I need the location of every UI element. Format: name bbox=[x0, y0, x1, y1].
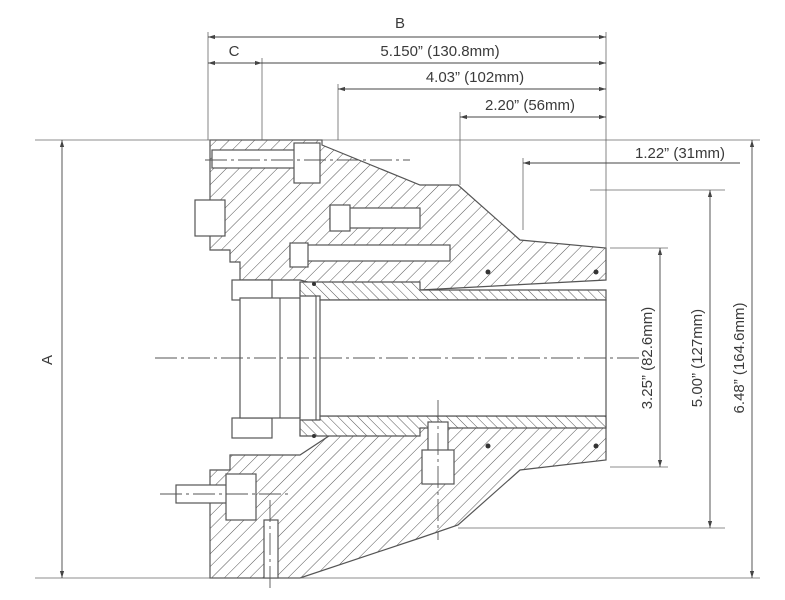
front-ring-lower bbox=[231, 417, 273, 439]
sleeve-lower bbox=[299, 415, 607, 437]
o-ring bbox=[593, 443, 599, 449]
dim-length-3-label: 2.20” (56mm) bbox=[485, 97, 575, 114]
dim-C-label: C bbox=[229, 43, 240, 60]
dim-bore-label: 3.25” (82.6mm) bbox=[639, 307, 656, 410]
dim-B-label: B bbox=[395, 15, 405, 32]
front-ring-upper bbox=[231, 279, 273, 301]
o-ring bbox=[593, 269, 599, 275]
cap-screw-head-top bbox=[293, 142, 321, 184]
cap-screw-top bbox=[211, 149, 297, 169]
bottom-screw-head bbox=[225, 473, 257, 521]
set-screw-2-head bbox=[289, 242, 309, 268]
dim-outer-label: 6.48” (164.6mm) bbox=[731, 303, 748, 414]
set-screw-1-head bbox=[329, 204, 351, 232]
dim-length-2-label: 4.03” (102mm) bbox=[426, 69, 524, 86]
dim-dia-2-label: 5.00” (127mm) bbox=[689, 309, 706, 407]
o-ring bbox=[485, 269, 491, 275]
bottom-screw-shank bbox=[263, 519, 279, 579]
dim-overall-label: 5.150” (130.8mm) bbox=[380, 43, 499, 60]
dimensions: B C 5.150” (130.8mm) 4.03” (102mm) 2.20”… bbox=[35, 15, 760, 579]
o-ring bbox=[312, 282, 316, 286]
o-ring bbox=[312, 434, 316, 438]
dim-length-4-label: 1.22” (31mm) bbox=[635, 145, 725, 162]
o-ring bbox=[485, 443, 491, 449]
set-screw-2 bbox=[289, 244, 451, 262]
side-fitting bbox=[194, 199, 226, 237]
dim-A-label: A bbox=[39, 355, 56, 365]
part-body bbox=[175, 139, 607, 579]
